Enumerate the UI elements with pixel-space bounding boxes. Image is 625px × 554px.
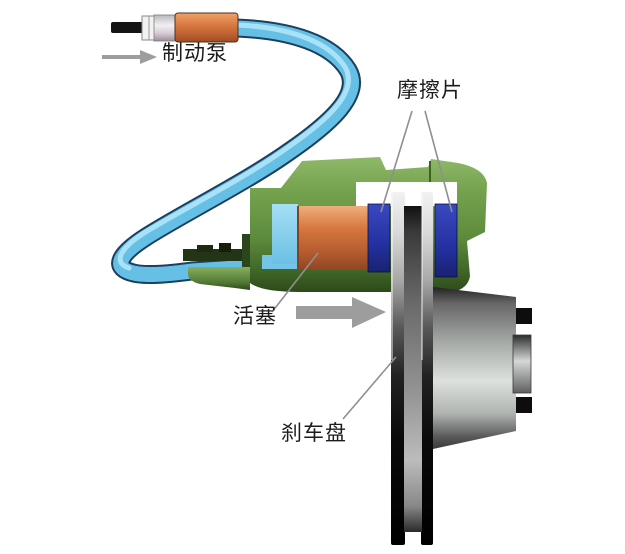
hub-center (512, 334, 532, 394)
hub-cone (433, 287, 516, 449)
label-friction-pads: 摩擦片 (397, 79, 463, 102)
leader-friction-left (380, 110, 413, 213)
piston (297, 206, 368, 270)
leader-lines (271, 110, 453, 420)
fitting-bump (219, 243, 231, 252)
brake-disc (391, 192, 433, 545)
pump-arrow-shaft (102, 55, 140, 59)
friction-pad-inner (367, 203, 391, 273)
pump-sleeve (153, 14, 178, 42)
disc-plate-right (421, 192, 433, 545)
caliper-lower-arm (188, 267, 250, 290)
fitting-bump (197, 245, 213, 252)
leader-brake-disc (342, 356, 397, 420)
disc-plate-left (391, 192, 405, 545)
label-brake-pump: 制动泵 (162, 42, 228, 65)
flow-arrows (102, 50, 386, 328)
pump-cylinder (174, 12, 239, 43)
fitting-strip (183, 249, 247, 261)
disc-vent-core (404, 206, 422, 532)
brake-caliper (188, 157, 487, 292)
hose-fitting (183, 243, 247, 261)
leader-piston (271, 252, 319, 313)
fluid-chamber (272, 204, 298, 264)
piston-force-arrow-icon (296, 297, 386, 328)
leader-friction-right (424, 110, 453, 213)
wheel-stud-top (516, 308, 532, 324)
pump-push-rod (111, 22, 149, 33)
brake-pump (111, 12, 239, 43)
caliper-window (356, 182, 457, 206)
hose-highlight (117, 22, 351, 271)
label-brake-disc: 刹车盘 (281, 422, 347, 445)
brake-hose (111, 18, 361, 284)
wheel-hub (433, 287, 532, 449)
pump-arrow-icon (140, 50, 157, 64)
wheel-stud-bottom (516, 397, 532, 413)
friction-pad-outer (434, 203, 458, 278)
label-piston: 活塞 (233, 305, 277, 328)
